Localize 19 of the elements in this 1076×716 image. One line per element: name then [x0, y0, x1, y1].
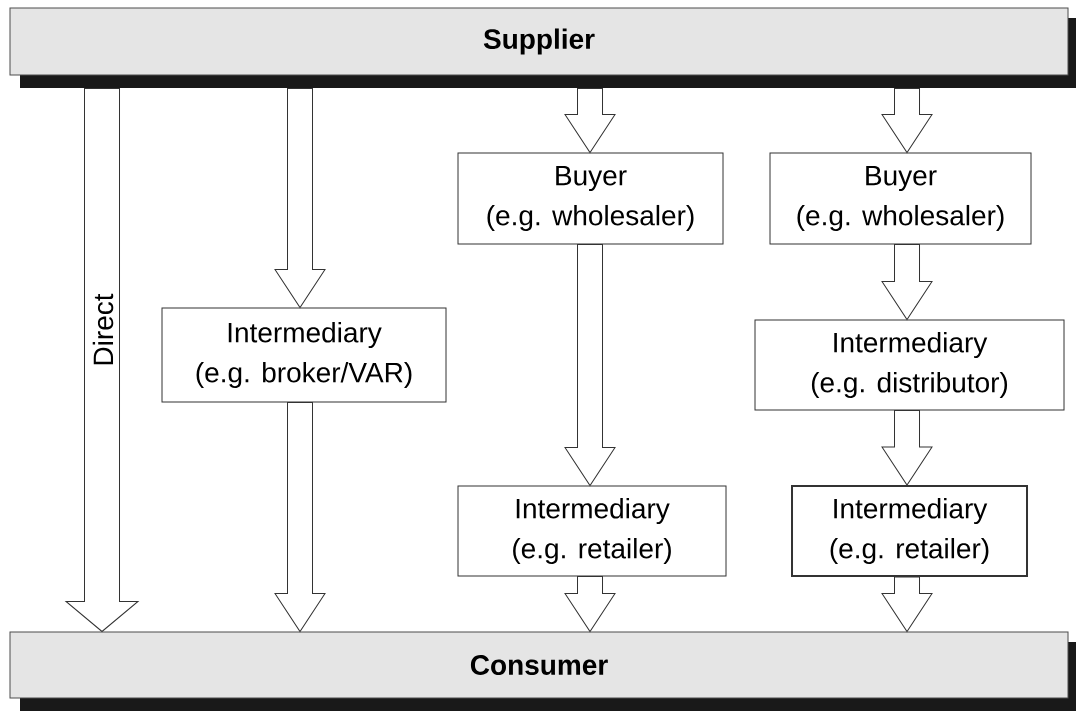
block-arrow — [881, 244, 933, 320]
process-box: Buyer (e.g. wholesaler) — [457, 152, 724, 245]
band: Consumer — [9, 631, 1076, 711]
block-arrow — [564, 576, 616, 632]
block-arrow — [881, 576, 933, 632]
process-box: Intermediary (e.g. distributor) — [754, 319, 1065, 411]
process-box: Intermediary (e.g. retailer) — [791, 485, 1028, 577]
process-box: Buyer (e.g. wholesaler) — [769, 152, 1032, 245]
block-arrow — [564, 88, 616, 153]
block-arrow — [881, 88, 933, 153]
block-arrow — [881, 410, 933, 486]
block-arrow — [65, 88, 139, 632]
process-box: Intermediary (e.g. retailer) — [457, 485, 727, 577]
edge-label: Direct — [91, 292, 115, 368]
block-arrow — [274, 88, 326, 308]
block-arrow — [564, 244, 616, 486]
band: Supplier — [9, 7, 1076, 88]
process-box: Intermediary (e.g. broker/VAR) — [161, 307, 447, 403]
block-arrow — [274, 402, 326, 632]
